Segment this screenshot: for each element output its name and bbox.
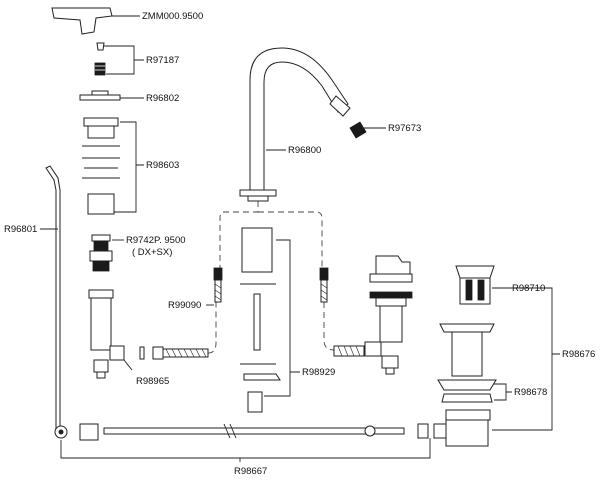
drain-body bbox=[417, 323, 497, 447]
label-r98965: R98965 bbox=[136, 376, 169, 387]
leader-lines bbox=[40, 15, 560, 462]
label-r98603: R98603 bbox=[146, 160, 179, 171]
label-r98678: R98678 bbox=[514, 387, 547, 398]
handle-screw bbox=[96, 42, 105, 51]
label-r96802: R96802 bbox=[146, 93, 179, 104]
label-zmm000-9500: ZMM000.9500 bbox=[142, 11, 203, 22]
label-r96800: R96800 bbox=[288, 145, 321, 156]
spout-body bbox=[240, 227, 281, 413]
label-r99090: R99090 bbox=[168, 300, 201, 311]
pop-up-plug bbox=[455, 265, 495, 305]
label-r98667: R98667 bbox=[234, 466, 267, 477]
label-r98929: R98929 bbox=[302, 367, 335, 378]
label-r96801: R96801 bbox=[4, 224, 37, 235]
valve-body-right bbox=[333, 255, 413, 375]
o-ring bbox=[139, 346, 145, 360]
label-r98710: R98710 bbox=[512, 283, 545, 294]
horizontal-rod bbox=[79, 423, 405, 441]
part-labels: ZMM000.9500 R97187 R96802 R98603 R96801 … bbox=[4, 11, 595, 477]
label-r97673: R97673 bbox=[388, 123, 421, 134]
valve-body-left bbox=[88, 289, 125, 379]
cover-disc bbox=[79, 90, 121, 101]
label-r98676: R98676 bbox=[562, 349, 595, 360]
label-r97187: R97187 bbox=[146, 55, 179, 66]
hose-connectors bbox=[213, 267, 335, 351]
cartridge bbox=[89, 234, 113, 272]
lever-handle bbox=[51, 7, 113, 35]
pop-up-rod bbox=[45, 165, 68, 439]
aerator bbox=[349, 121, 367, 139]
label-dx-sx: ( DX+SX) bbox=[132, 247, 172, 258]
braided-hose-left bbox=[152, 290, 217, 360]
label-r9742p-9500: R9742P. 9500 bbox=[126, 235, 186, 246]
bonnet-sleeve bbox=[82, 117, 120, 215]
spout-mount-outline bbox=[219, 201, 323, 270]
cartridge-adapter bbox=[94, 62, 106, 76]
spout bbox=[239, 47, 351, 202]
